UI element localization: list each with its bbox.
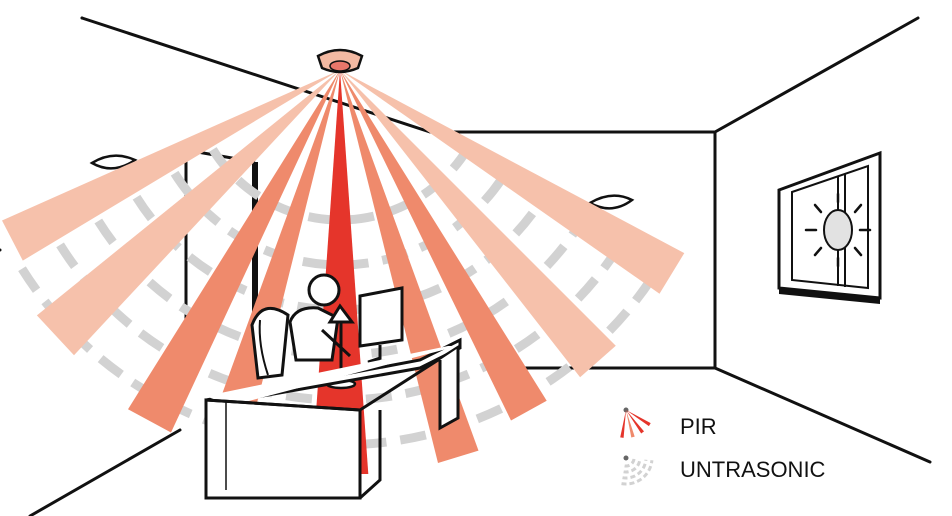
legend-pir-ray <box>626 410 651 427</box>
office-chair <box>250 306 290 380</box>
desk <box>204 337 462 500</box>
legend-pir-label: PIR <box>680 414 717 439</box>
pir-beam <box>36 70 341 356</box>
pir-legend-icon <box>620 407 651 438</box>
pir-beam <box>2 70 340 261</box>
pir-beam <box>206 70 340 449</box>
legend-source-dot <box>623 455 629 461</box>
ceiling-sensor-icon <box>316 48 364 74</box>
person <box>288 273 352 362</box>
legend-ultrasonic-arc <box>622 459 648 480</box>
ceiling-light-right <box>587 194 635 210</box>
monitor <box>358 286 404 364</box>
legend-pir-ray <box>620 410 626 438</box>
legend-ultrasonic: UNTRASONIC <box>621 455 826 486</box>
room-outline <box>0 16 932 516</box>
legend-pir: PIR <box>620 407 717 439</box>
legend-pir-ray <box>626 410 635 438</box>
pir-beam <box>128 70 340 433</box>
legend-ultrasonic-arc <box>624 458 636 468</box>
ceiling-light-left <box>89 154 138 170</box>
pir-beam <box>340 70 547 421</box>
ultrasonic-legend-icon <box>621 455 654 486</box>
legend-ultrasonic-arc <box>623 458 642 474</box>
legend-ultrasonic-label: UNTRASONIC <box>680 457 826 482</box>
pir-beam <box>340 70 685 294</box>
legend: PIR UNTRASONIC <box>620 407 826 486</box>
legend-ultrasonic-arc <box>621 460 654 486</box>
pir-beam <box>340 70 616 378</box>
sun-icon <box>804 192 872 268</box>
legend-pir-ray <box>626 410 644 434</box>
